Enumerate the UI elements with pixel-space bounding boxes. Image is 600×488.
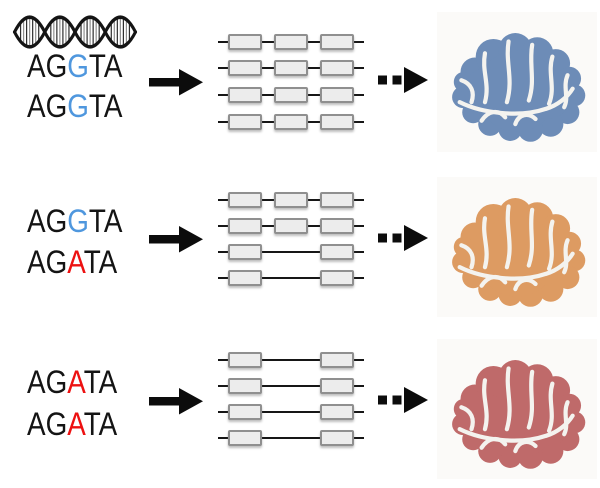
dna-helix-icon — [13, 15, 137, 49]
sequence-post: TA — [83, 244, 118, 280]
variant-base: G — [67, 203, 89, 239]
sequence-post: TA — [83, 406, 118, 442]
exon-box — [320, 244, 354, 260]
exon-box — [320, 378, 354, 394]
exon-box — [274, 34, 308, 50]
sequence-post: TA — [88, 48, 123, 84]
allele-sequence: AGATA — [27, 408, 117, 440]
exon-box — [320, 218, 354, 234]
exon-box — [320, 34, 354, 50]
exon-box — [274, 60, 308, 76]
sequence-pre: AG — [27, 88, 68, 124]
exon-box — [274, 218, 308, 234]
sequence-pre: AG — [27, 406, 68, 442]
exon-box — [274, 87, 308, 103]
exon-box — [228, 270, 262, 286]
exon-box — [320, 352, 354, 368]
exon-box — [320, 404, 354, 420]
variant-base: A — [67, 406, 84, 442]
exon-box — [228, 218, 262, 234]
exon-box — [228, 87, 262, 103]
exon-box — [320, 114, 354, 130]
sequence-pre: AG — [27, 244, 68, 280]
dashed-arrow-icon — [378, 386, 428, 414]
sequence-pre: AG — [27, 364, 68, 400]
exon-box — [228, 192, 262, 208]
sequence-post: TA — [83, 364, 118, 400]
exon-box — [228, 60, 262, 76]
exon-box — [274, 114, 308, 130]
brain-panel — [437, 339, 597, 479]
exon-box — [320, 87, 354, 103]
transcript-line — [218, 437, 364, 439]
variant-base: A — [67, 364, 84, 400]
brain-panel — [437, 177, 597, 317]
exon-box — [228, 34, 262, 50]
allele-sequence: AGATA — [27, 366, 117, 398]
variant-base: G — [67, 88, 89, 124]
allele-sequence: AGGTA — [27, 50, 122, 82]
transcript-line — [218, 385, 364, 387]
exon-box — [320, 192, 354, 208]
exon-box — [228, 244, 262, 260]
variant-base: A — [67, 244, 84, 280]
transcript-line — [218, 251, 364, 253]
exon-box — [228, 430, 262, 446]
exon-box — [228, 352, 262, 368]
exon-box — [228, 114, 262, 130]
allele-sequence: AGATA — [27, 246, 117, 278]
sequence-post: TA — [88, 88, 123, 124]
arrow-right-icon — [149, 387, 203, 415]
sequence-pre: AG — [27, 203, 68, 239]
brain-panel — [437, 12, 597, 152]
exon-box — [320, 270, 354, 286]
exon-box — [320, 430, 354, 446]
transcript-line — [218, 359, 364, 361]
exon-box — [274, 192, 308, 208]
sequence-post: TA — [88, 203, 123, 239]
exon-box — [228, 404, 262, 420]
exon-box — [320, 60, 354, 76]
allele-sequence: AGGTA — [27, 90, 122, 122]
transcript-line — [218, 277, 364, 279]
exon-box — [228, 378, 262, 394]
allele-sequence: AGGTA — [27, 205, 122, 237]
sequence-pre: AG — [27, 48, 68, 84]
brain-icon — [441, 355, 593, 473]
transcript-line — [218, 411, 364, 413]
variant-base: G — [67, 48, 89, 84]
